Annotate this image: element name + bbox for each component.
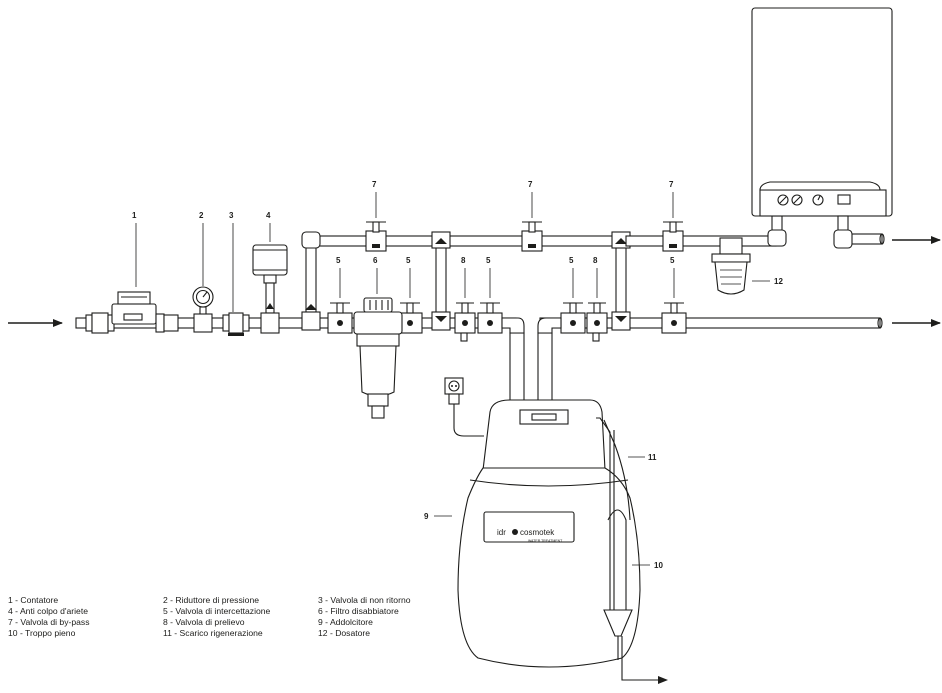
softener-brand-right: cosmotek [520, 528, 555, 537]
inlet-fittings [85, 312, 115, 334]
softener-pipes [501, 317, 562, 404]
label-1: 1 [132, 211, 137, 220]
boiler [751, 7, 893, 217]
legend-item-7: 7 - Valvola di by-pass [8, 617, 90, 627]
label-5e: 5 [670, 256, 675, 265]
shutoff-valve-5 [661, 302, 687, 334]
legend-item-12: 12 - Dosatore [318, 628, 370, 638]
check-valve [222, 312, 250, 336]
bypass-valve-2 [521, 221, 543, 252]
label-10: 10 [654, 561, 663, 570]
legend: 1 - Contatore 2 - Riduttore di pressione… [8, 595, 411, 638]
sampling-valve-2 [586, 302, 608, 342]
softener-brand-left: idr [497, 528, 506, 537]
shutoff-valve-2 [397, 302, 423, 334]
shutoff-valve-1 [327, 302, 353, 334]
sediment-filter [353, 297, 403, 419]
legend-item-2: 2 - Riduttore di pressione [163, 595, 259, 605]
label-7b: 7 [528, 180, 533, 189]
water-hammer-arrester [252, 244, 288, 334]
legend-item-8: 8 - Valvola di prelievo [163, 617, 245, 627]
label-5b: 5 [406, 256, 411, 265]
label-5a: 5 [336, 256, 341, 265]
label-3: 3 [229, 211, 234, 220]
bypass-valve-1 [365, 221, 387, 252]
label-2: 2 [199, 211, 204, 220]
dosing-unit [711, 237, 751, 295]
label-11: 11 [648, 453, 657, 462]
label-9: 9 [424, 512, 429, 521]
sampling-valve-1 [454, 302, 476, 342]
power-socket [444, 377, 484, 437]
bypass-loop-right [611, 231, 777, 331]
label-6: 6 [373, 256, 378, 265]
label-7a: 7 [372, 180, 377, 189]
label-8a: 8 [461, 256, 466, 265]
label-5c: 5 [486, 256, 491, 265]
shutoff-valve-3 [477, 302, 503, 334]
legend-item-9: 9 - Addolcitore [318, 617, 373, 627]
legend-item-1: 1 - Contatore [8, 595, 58, 605]
legend-item-3: 3 - Valvola di non ritorno [318, 595, 411, 605]
water-softener: idr cosmotek WATER TREATMENT [457, 399, 641, 668]
water-meter [111, 291, 179, 333]
legend-item-6: 6 - Filtro disabbiatore [318, 606, 399, 616]
label-5d: 5 [569, 256, 574, 265]
shutoff-valve-4 [560, 302, 586, 334]
label-4: 4 [266, 211, 271, 220]
legend-item-4: 4 - Anti colpo d'ariete [8, 606, 88, 616]
pressure-reducer [192, 286, 214, 333]
legend-item-10: 10 - Troppo pieno [8, 628, 76, 638]
drain-lines [596, 417, 668, 684]
label-8b: 8 [593, 256, 598, 265]
legend-item-11: 11 - Scarico rigenerazione [163, 628, 263, 638]
label-7c: 7 [669, 180, 674, 189]
label-12: 12 [774, 277, 783, 286]
bypass-valve-3 [662, 221, 684, 252]
legend-item-5: 5 - Valvola di intercettazione [163, 606, 271, 616]
softener-subtitle: WATER TREATMENT [528, 539, 563, 543]
